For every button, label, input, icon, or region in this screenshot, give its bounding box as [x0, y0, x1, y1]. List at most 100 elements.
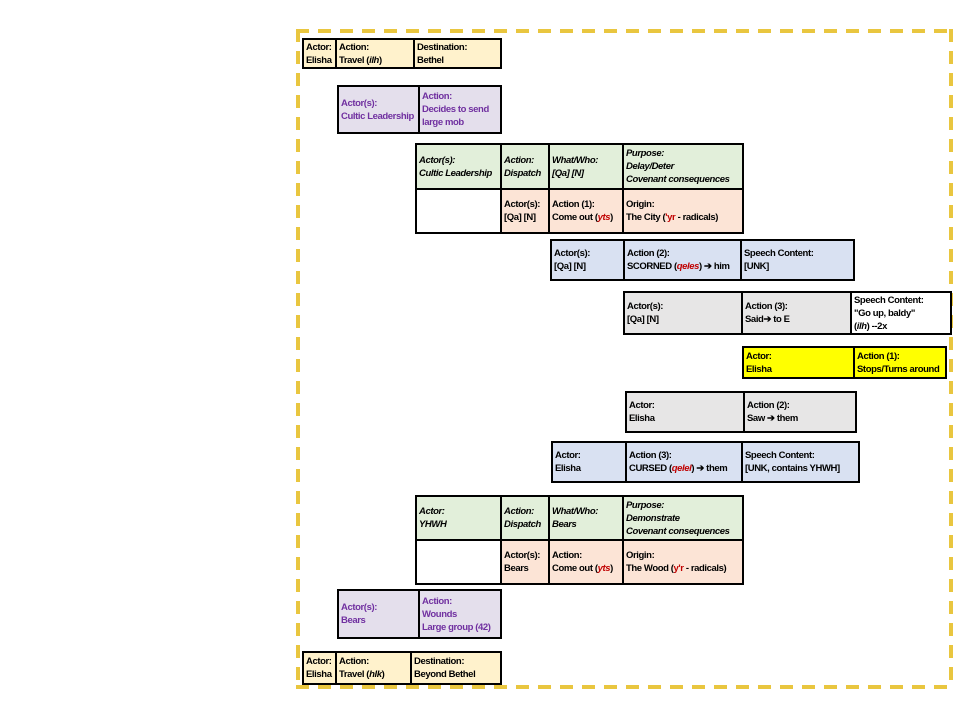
text-run: Origin:: [626, 199, 655, 210]
cell-what-who: What/Who:[Qa] [N]: [549, 144, 623, 189]
text-run: ): [610, 563, 613, 574]
cell-speech-content: Speech Content: [UNK, contains YHWH]: [742, 442, 859, 482]
text-line: Action:: [504, 154, 534, 167]
text-run: Action:: [504, 506, 534, 517]
text-run: Come out (: [552, 563, 598, 574]
text-run: Actor(s):: [419, 154, 455, 166]
cell-action-2: Action (2):Saw ➔ them: [744, 392, 856, 432]
text-run: Bears: [341, 615, 366, 626]
text-run: Travel (: [339, 54, 370, 66]
cell-action-1: Action (1):Stops/Turns around: [854, 347, 946, 378]
text-line: Actor(s):: [341, 601, 377, 614]
text-run: Wounds: [422, 608, 457, 620]
text-line: (ilh) --2x: [854, 320, 887, 333]
text-line: [Qa] [N]: [627, 313, 659, 326]
text-run: Delay/Deter: [626, 161, 674, 172]
text-run: - radicals): [683, 563, 727, 574]
text-line: Action:: [504, 505, 534, 518]
cell-destination: Destination: Beyond Bethel: [411, 652, 501, 684]
text-run: large mob: [422, 117, 464, 128]
text-line: Speech Content:: [744, 247, 814, 260]
cell-action-2: Action (2):SCORNED (qeles) ➔ him: [624, 240, 741, 280]
text-line: Action (2):: [747, 399, 790, 412]
text-line: Delay/Deter: [626, 160, 674, 173]
text-run: ilh: [369, 54, 379, 66]
text-run: Large group (42): [422, 621, 491, 633]
text-run: [Qa] [N]: [554, 261, 586, 272]
text-line: Bears: [504, 562, 529, 575]
text-run: Actor(s):: [554, 248, 590, 259]
table-row: Actor(s):[Qa] [N] Action (3): Said➔ to E Sp…: [624, 292, 951, 334]
cell-actor-s: Actor(s):[Qa] [N]: [501, 189, 549, 233]
text-line: Action (1):: [857, 350, 900, 363]
text-line: Travel (hlk): [339, 668, 385, 681]
text-run: [UNK, contains YHWH]: [745, 463, 840, 474]
text-run: Speech Content:: [745, 450, 815, 461]
cell-actor: Actor:Elisha: [303, 652, 336, 684]
text-run: Bethel: [417, 54, 444, 66]
text-line: Covenant consequences: [626, 173, 730, 186]
cell-speech-content: Speech Content:"Go up, baldy"(ilh) --2x: [851, 292, 951, 334]
text-line: Actor:: [419, 505, 445, 518]
text-line: large mob: [422, 116, 464, 129]
text-line: Actor(s):: [627, 300, 663, 313]
cell-actor: Actor:Elisha: [743, 347, 854, 378]
text-run: Action (1):: [552, 199, 595, 210]
table-row: Actor: Elisha Action (2):Saw ➔ them: [626, 392, 856, 432]
text-line: Actor(s):: [504, 198, 540, 211]
text-line: [Qa] [N]: [554, 260, 586, 273]
text-line: Action:: [422, 90, 452, 103]
text-run: Cultic Leadership: [419, 167, 492, 179]
text-line: Large group (42): [422, 621, 491, 634]
text-run: CURSED (: [629, 463, 672, 474]
cell-action-3: Action (3): Said➔ to E: [742, 292, 851, 334]
text-line: The Wood (y'r - radicals): [626, 562, 727, 575]
text-run: yts: [597, 563, 611, 574]
text-line: Actor(s):: [341, 97, 377, 110]
text-run: Speech Content:: [854, 294, 924, 306]
text-run: Action (3):: [629, 450, 672, 461]
text-line: Elisha: [306, 668, 332, 681]
text-line: What/Who:: [552, 154, 598, 167]
text-run: ): [381, 669, 385, 680]
text-run: "Go up, baldy": [854, 307, 915, 319]
text-run: y'r: [673, 563, 684, 574]
text-run: Actor:: [306, 41, 332, 53]
text-run: Elisha: [629, 413, 655, 424]
text-run: qeles: [676, 261, 700, 272]
text-run: yts: [597, 212, 611, 223]
text-run: Bears: [552, 519, 577, 530]
text-line: Elisha: [746, 363, 772, 376]
text-run: Saw ➔ them: [747, 413, 798, 424]
text-line: Stops/Turns around: [857, 363, 940, 376]
text-run: Actor:: [629, 400, 655, 411]
cell-action: Action:Dispatch: [501, 496, 549, 540]
text-run: Beyond Bethel: [414, 669, 476, 680]
text-line: Bethel: [417, 54, 444, 67]
text-run: Actor(s):: [627, 301, 663, 312]
text-line: Action:: [339, 655, 369, 668]
cell-empty: [416, 540, 501, 584]
text-run: Action (3):: [745, 301, 788, 312]
text-line: Action:: [339, 41, 369, 54]
text-run: What/Who:: [552, 506, 598, 517]
text-line: What/Who:: [552, 505, 598, 518]
text-run: Said➔ to E: [745, 314, 790, 325]
text-run: [Qa] [N]: [552, 167, 584, 179]
text-run: Destination:: [414, 656, 465, 667]
text-line: Action:: [422, 595, 452, 608]
text-line: Actor:: [746, 350, 772, 363]
text-line: Actor:: [306, 41, 332, 54]
text-line: Action (3):: [629, 449, 672, 462]
text-line: Bears: [341, 614, 366, 627]
text-run: Travel (: [339, 669, 370, 680]
text-run: ) --2x: [866, 320, 888, 332]
